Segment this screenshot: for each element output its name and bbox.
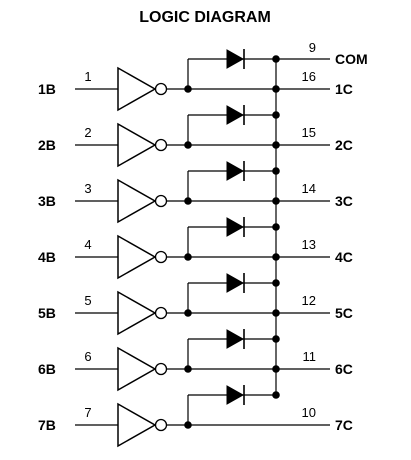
inverter-symbol <box>117 234 157 280</box>
diagram-title: LOGIC DIAGRAM <box>139 9 271 26</box>
com-pin-number: 9 <box>309 40 316 55</box>
input-pin-number: 1 <box>84 69 91 84</box>
output-label: 1C <box>335 81 353 97</box>
inversion-bubble <box>154 250 168 264</box>
output-pin-number: 15 <box>302 125 316 140</box>
input-pin-number: 4 <box>84 237 91 252</box>
inverter-symbol <box>117 346 157 392</box>
channel-5: 5B 5 5C 12 <box>38 273 353 336</box>
diode-icon <box>226 161 245 181</box>
channel-7: 7B 7 7C 10 <box>38 385 353 448</box>
inversion-bubble <box>154 194 168 208</box>
inversion-bubble <box>154 306 168 320</box>
output-label: 3C <box>335 193 353 209</box>
inverter-symbol <box>117 122 157 168</box>
output-label: 4C <box>335 249 353 265</box>
inversion-bubble <box>154 362 168 376</box>
channels-group: 1B 1 1C 16 2B 2 2C 15 3B 3 3C 14 4B 4 4C 13 5B 5 5C 12 6B 6 6C… <box>38 49 353 448</box>
inverter-symbol <box>117 178 157 224</box>
output-label: 5C <box>335 305 353 321</box>
com-label: COM <box>335 51 368 67</box>
diode-icon <box>226 49 245 69</box>
diode-icon <box>226 105 245 125</box>
output-label: 7C <box>335 417 353 433</box>
channel-3: 3B 3 3C 14 <box>38 161 353 224</box>
input-label: 7B <box>38 417 56 433</box>
input-pin-number: 7 <box>84 405 91 420</box>
diode-icon <box>226 217 245 237</box>
channel-6: 6B 6 6C 11 <box>38 329 353 392</box>
inversion-bubble <box>154 138 168 152</box>
inversion-bubble <box>154 82 168 96</box>
output-pin-number: 11 <box>303 349 317 364</box>
inversion-bubble <box>154 418 168 432</box>
diode-icon <box>226 273 245 293</box>
input-label: 1B <box>38 81 56 97</box>
output-pin-number: 13 <box>302 237 316 252</box>
channel-2: 2B 2 2C 15 <box>38 105 353 168</box>
output-pin-number: 10 <box>302 405 316 420</box>
output-pin-number: 12 <box>302 293 316 308</box>
input-label: 2B <box>38 137 56 153</box>
input-pin-number: 3 <box>84 181 91 196</box>
diode-icon <box>226 329 245 349</box>
output-pin-number: 16 <box>302 69 316 84</box>
input-label: 5B <box>38 305 56 321</box>
channel-4: 4B 4 4C 13 <box>38 217 353 280</box>
output-label: 2C <box>335 137 353 153</box>
channel-1: 1B 1 1C 16 <box>38 49 353 112</box>
input-label: 6B <box>38 361 56 377</box>
input-pin-number: 2 <box>84 125 91 140</box>
diode-icon <box>226 385 245 405</box>
inverter-symbol <box>117 402 157 448</box>
output-label: 6C <box>335 361 353 377</box>
inverter-symbol <box>117 290 157 336</box>
input-pin-number: 6 <box>84 349 91 364</box>
output-pin-number: 14 <box>302 181 316 196</box>
com-group: 9 COM <box>276 40 368 67</box>
input-label: 3B <box>38 193 56 209</box>
input-label: 4B <box>38 249 56 265</box>
inverter-symbol <box>117 66 157 112</box>
input-pin-number: 5 <box>84 293 91 308</box>
